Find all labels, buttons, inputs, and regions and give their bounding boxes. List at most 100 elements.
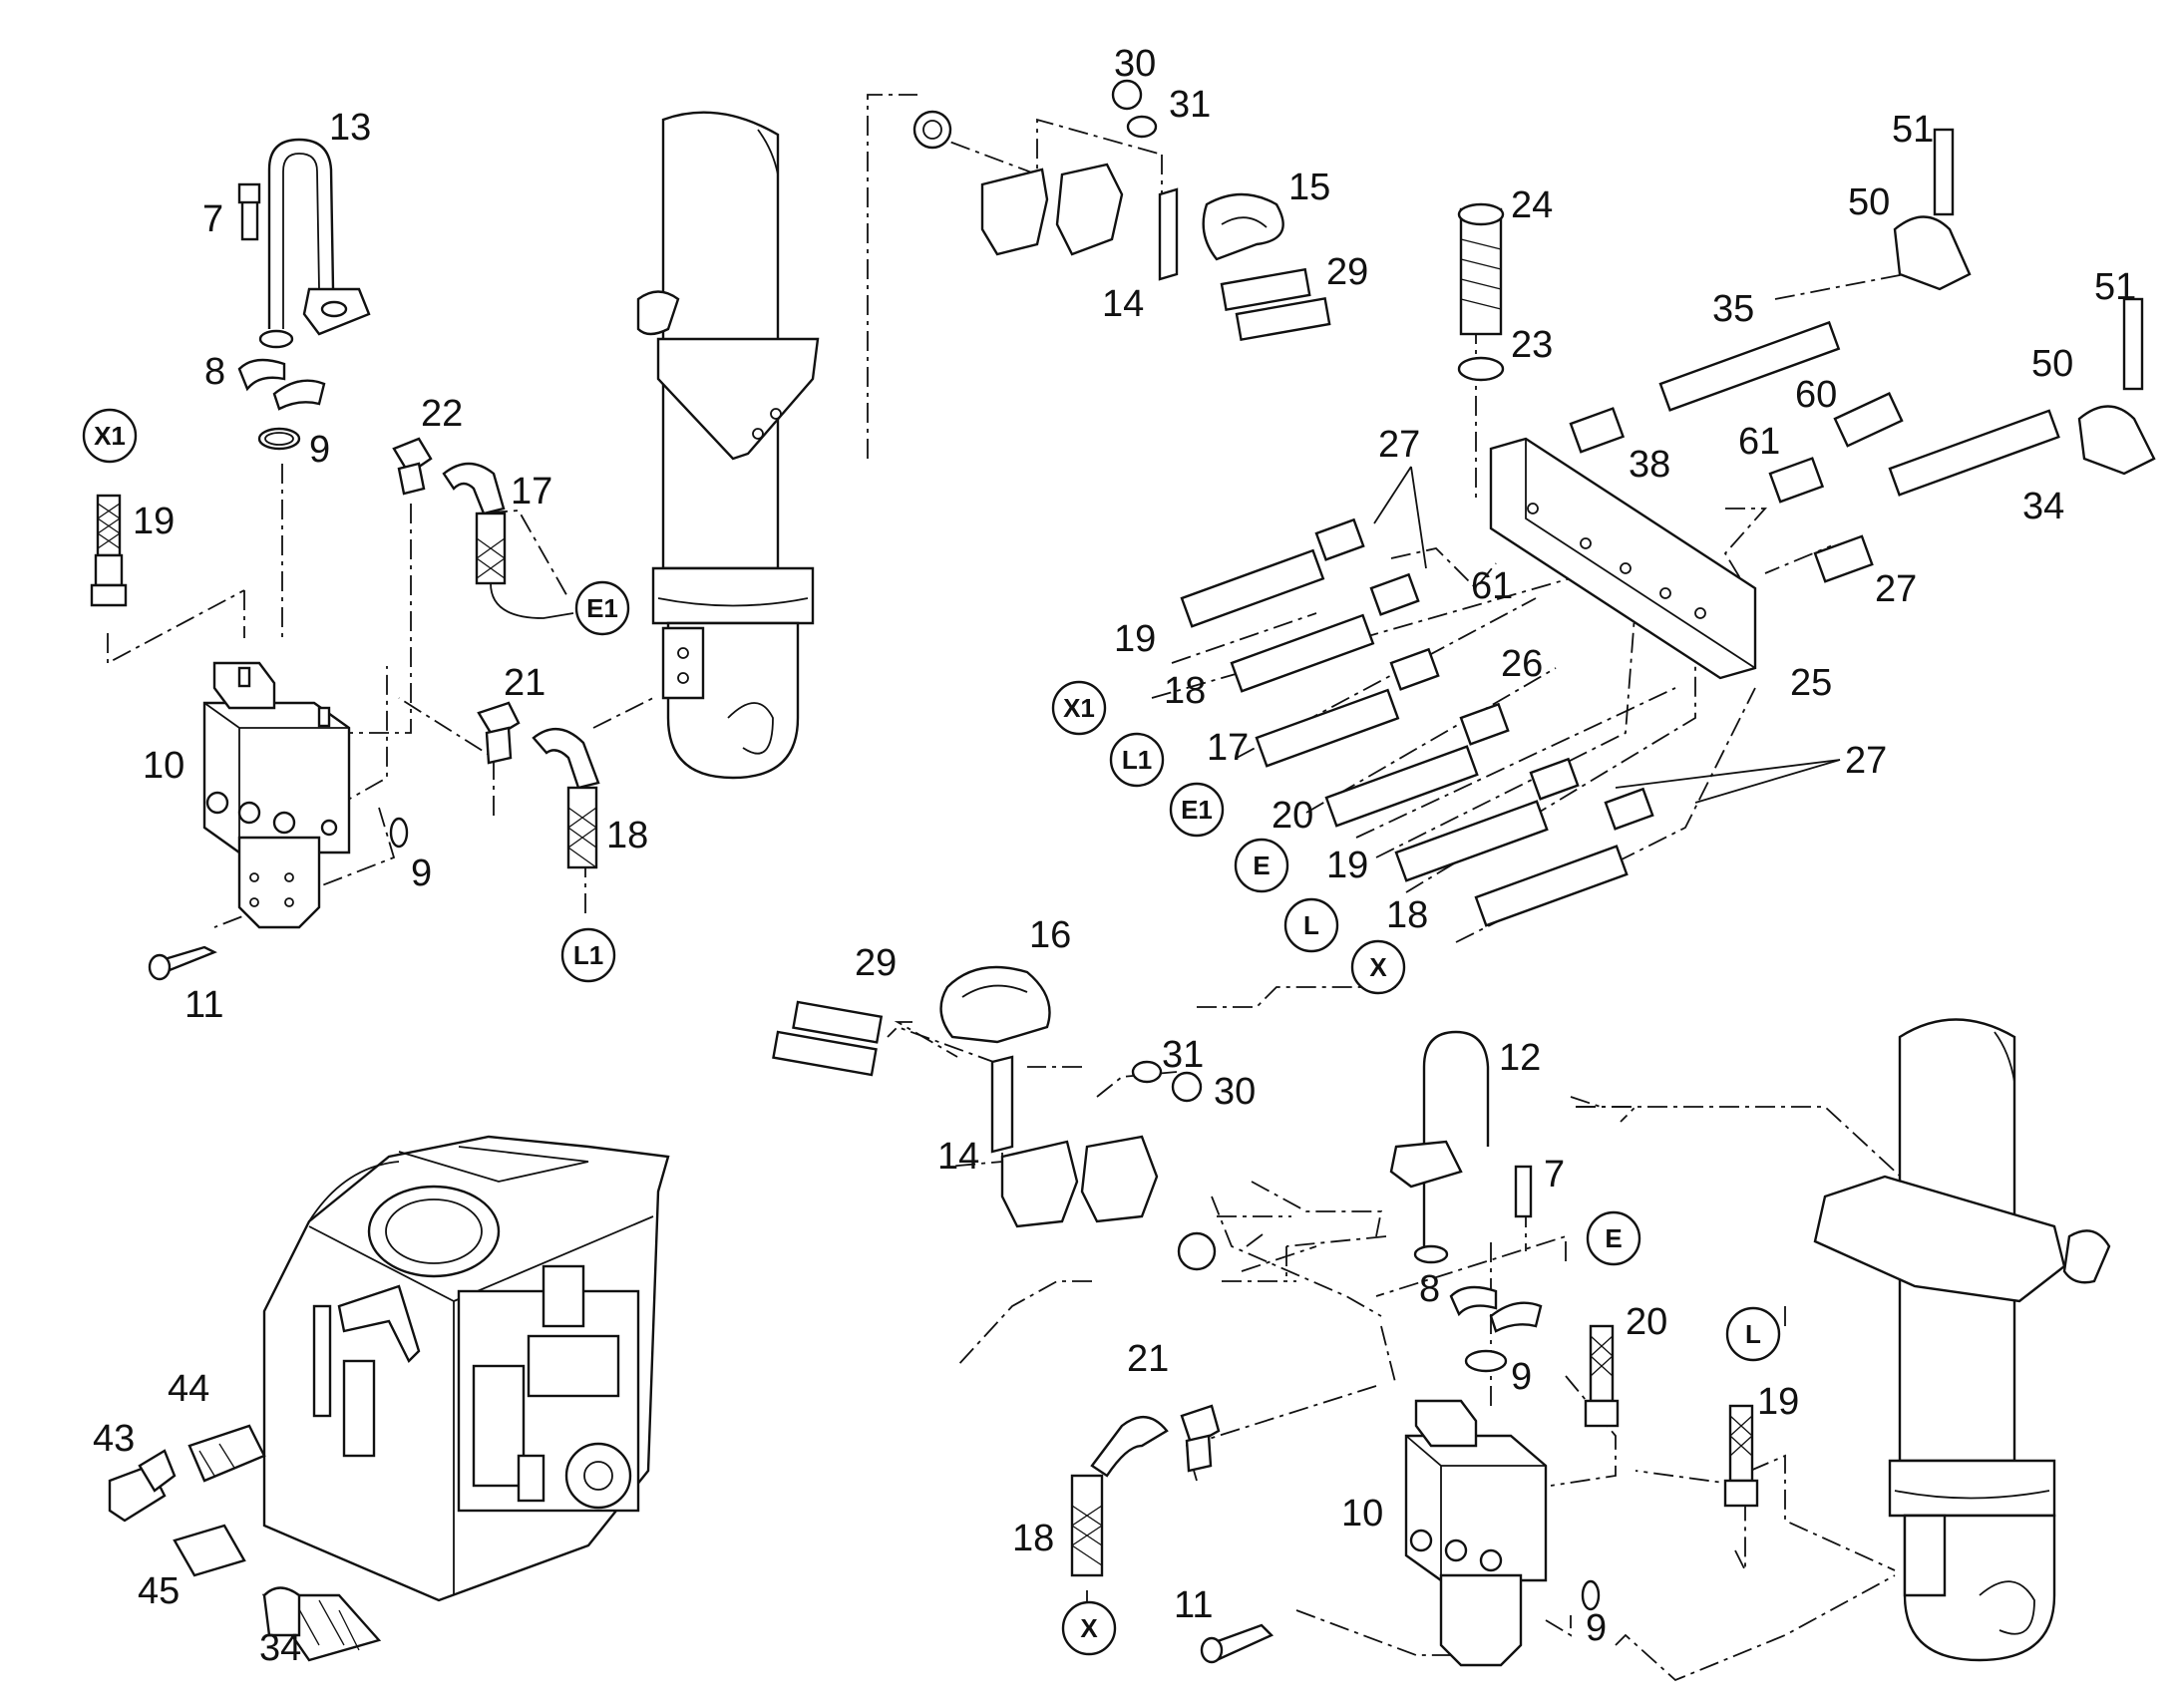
part-label: 50	[2031, 343, 2073, 385]
part-label: 61	[1471, 565, 1513, 607]
clamp-8	[237, 358, 286, 392]
hose-18b	[1090, 1416, 1169, 1478]
washer-23	[1457, 356, 1505, 382]
fitting-26	[1459, 702, 1510, 746]
plate-14b	[990, 1055, 1014, 1154]
part-label: 15	[1288, 167, 1330, 208]
coupling-60	[1833, 392, 1904, 448]
hose-17	[442, 462, 506, 515]
part-label: 17	[1207, 727, 1249, 769]
fitting-27a	[1314, 517, 1365, 561]
part-label: 51	[1892, 109, 1934, 151]
nut-30b	[1171, 1071, 1203, 1103]
part-label: 30	[1214, 1071, 1256, 1113]
part-label: 61	[1738, 421, 1780, 463]
svg-text:X1: X1	[1063, 693, 1095, 723]
plate-14	[1158, 187, 1179, 281]
bolt-51b	[2122, 297, 2144, 391]
bolt-29b	[792, 1000, 884, 1044]
washer-31b	[1131, 1060, 1163, 1084]
part-label: 27	[1845, 740, 1887, 782]
hose-34	[1888, 409, 2060, 497]
fitting-44	[187, 1424, 266, 1483]
svg-text:E1: E1	[1181, 795, 1213, 825]
part-label: 51	[2094, 266, 2136, 308]
part-label: 25	[1790, 662, 1832, 704]
svg-text:X: X	[1369, 952, 1387, 982]
part-label: 8	[204, 351, 225, 393]
o-ring-9c	[1464, 1349, 1508, 1373]
hose-18	[532, 728, 600, 790]
cylinder-clamp-b	[1813, 1175, 2066, 1303]
hose-19b	[1728, 1404, 1754, 1483]
part-label: 14	[937, 1136, 979, 1178]
connection-markers: X1 E1 L1 X1 L1 E1 E L	[82, 408, 1781, 1656]
part-label: 27	[1875, 568, 1917, 610]
bolt-51a	[1933, 128, 1955, 216]
svg-text:L: L	[1303, 910, 1319, 940]
part-label: 9	[411, 853, 432, 894]
adapter-38	[1569, 407, 1626, 454]
o-ring-9d	[1581, 1579, 1601, 1611]
svg-text:E: E	[1253, 851, 1270, 880]
hose-bundle	[1180, 548, 1629, 927]
connection-marker-l: L	[1725, 1306, 1781, 1362]
bolt-29	[1220, 267, 1311, 311]
part-label: 31	[1169, 84, 1211, 126]
svg-text:X1: X1	[94, 421, 126, 451]
connection-marker-l: L	[1283, 897, 1339, 953]
part-label: 34	[2022, 486, 2064, 527]
adapter-plate-44	[342, 1359, 376, 1458]
connection-marker-x1: X1	[82, 408, 138, 464]
part-label: 14	[1102, 283, 1144, 325]
part-label: 9	[309, 429, 330, 471]
part-label: 18	[1164, 670, 1206, 712]
part-label: 10	[143, 745, 184, 787]
part-label: 19	[1757, 1381, 1799, 1423]
pipe-12	[1422, 1030, 1490, 1246]
hose-35	[1658, 320, 1841, 412]
bottom-right-assembly	[1070, 1030, 1759, 1667]
hydraulic-cylinder-bottom	[1813, 1018, 2111, 1662]
part-label: 19	[133, 501, 175, 542]
connection-marker-e: E	[1586, 1210, 1641, 1266]
cylinder-clamp	[656, 337, 820, 461]
part-label: 60	[1795, 374, 1837, 416]
left-valve-assembly	[90, 138, 600, 981]
svg-text:L: L	[1745, 1319, 1761, 1349]
connection-marker-e: E	[1234, 838, 1289, 893]
part-number-labels: 13 7 8 9 19 22 17 10 21 18 9 11 30 31 15…	[93, 43, 2136, 1669]
part-label: 20	[1626, 1301, 1667, 1343]
leader-lines	[107, 94, 1956, 1682]
elbow-21	[477, 701, 521, 740]
part-label: 27	[1378, 424, 1420, 466]
part-label: 8	[1419, 1268, 1440, 1310]
nut-top	[912, 110, 952, 150]
part-label: 18	[1012, 1518, 1054, 1559]
clamp-50a	[1893, 215, 1972, 291]
part-label: 21	[504, 662, 545, 704]
svg-text:L1: L1	[1122, 745, 1152, 775]
part-label: 22	[421, 393, 463, 435]
svg-text:L1: L1	[573, 940, 603, 970]
svg-text:X: X	[1080, 1613, 1098, 1643]
connection-marker-e1: E1	[1169, 782, 1225, 838]
part-label: 17	[511, 471, 552, 512]
connection-marker-x: X	[1061, 1600, 1117, 1656]
part-label: 11	[1174, 1584, 1213, 1626]
part-label: 24	[1511, 184, 1553, 226]
part-label: 19	[1326, 845, 1368, 886]
part-label: 21	[1127, 1338, 1169, 1380]
connection-marker-x: X	[1350, 939, 1406, 995]
part-label: 9	[1586, 1607, 1607, 1649]
fitting-61	[1389, 647, 1440, 691]
top-center-bracket	[912, 79, 1331, 341]
connection-marker-l1: L1	[1109, 732, 1165, 788]
part-label: 12	[1499, 1037, 1541, 1079]
part-label: 44	[168, 1368, 209, 1410]
clamp-50b	[2077, 405, 2156, 476]
adapter-45	[173, 1524, 246, 1577]
part-label: 18	[606, 815, 648, 856]
middle-bracket	[772, 965, 1217, 1271]
svg-text:E1: E1	[586, 593, 618, 623]
